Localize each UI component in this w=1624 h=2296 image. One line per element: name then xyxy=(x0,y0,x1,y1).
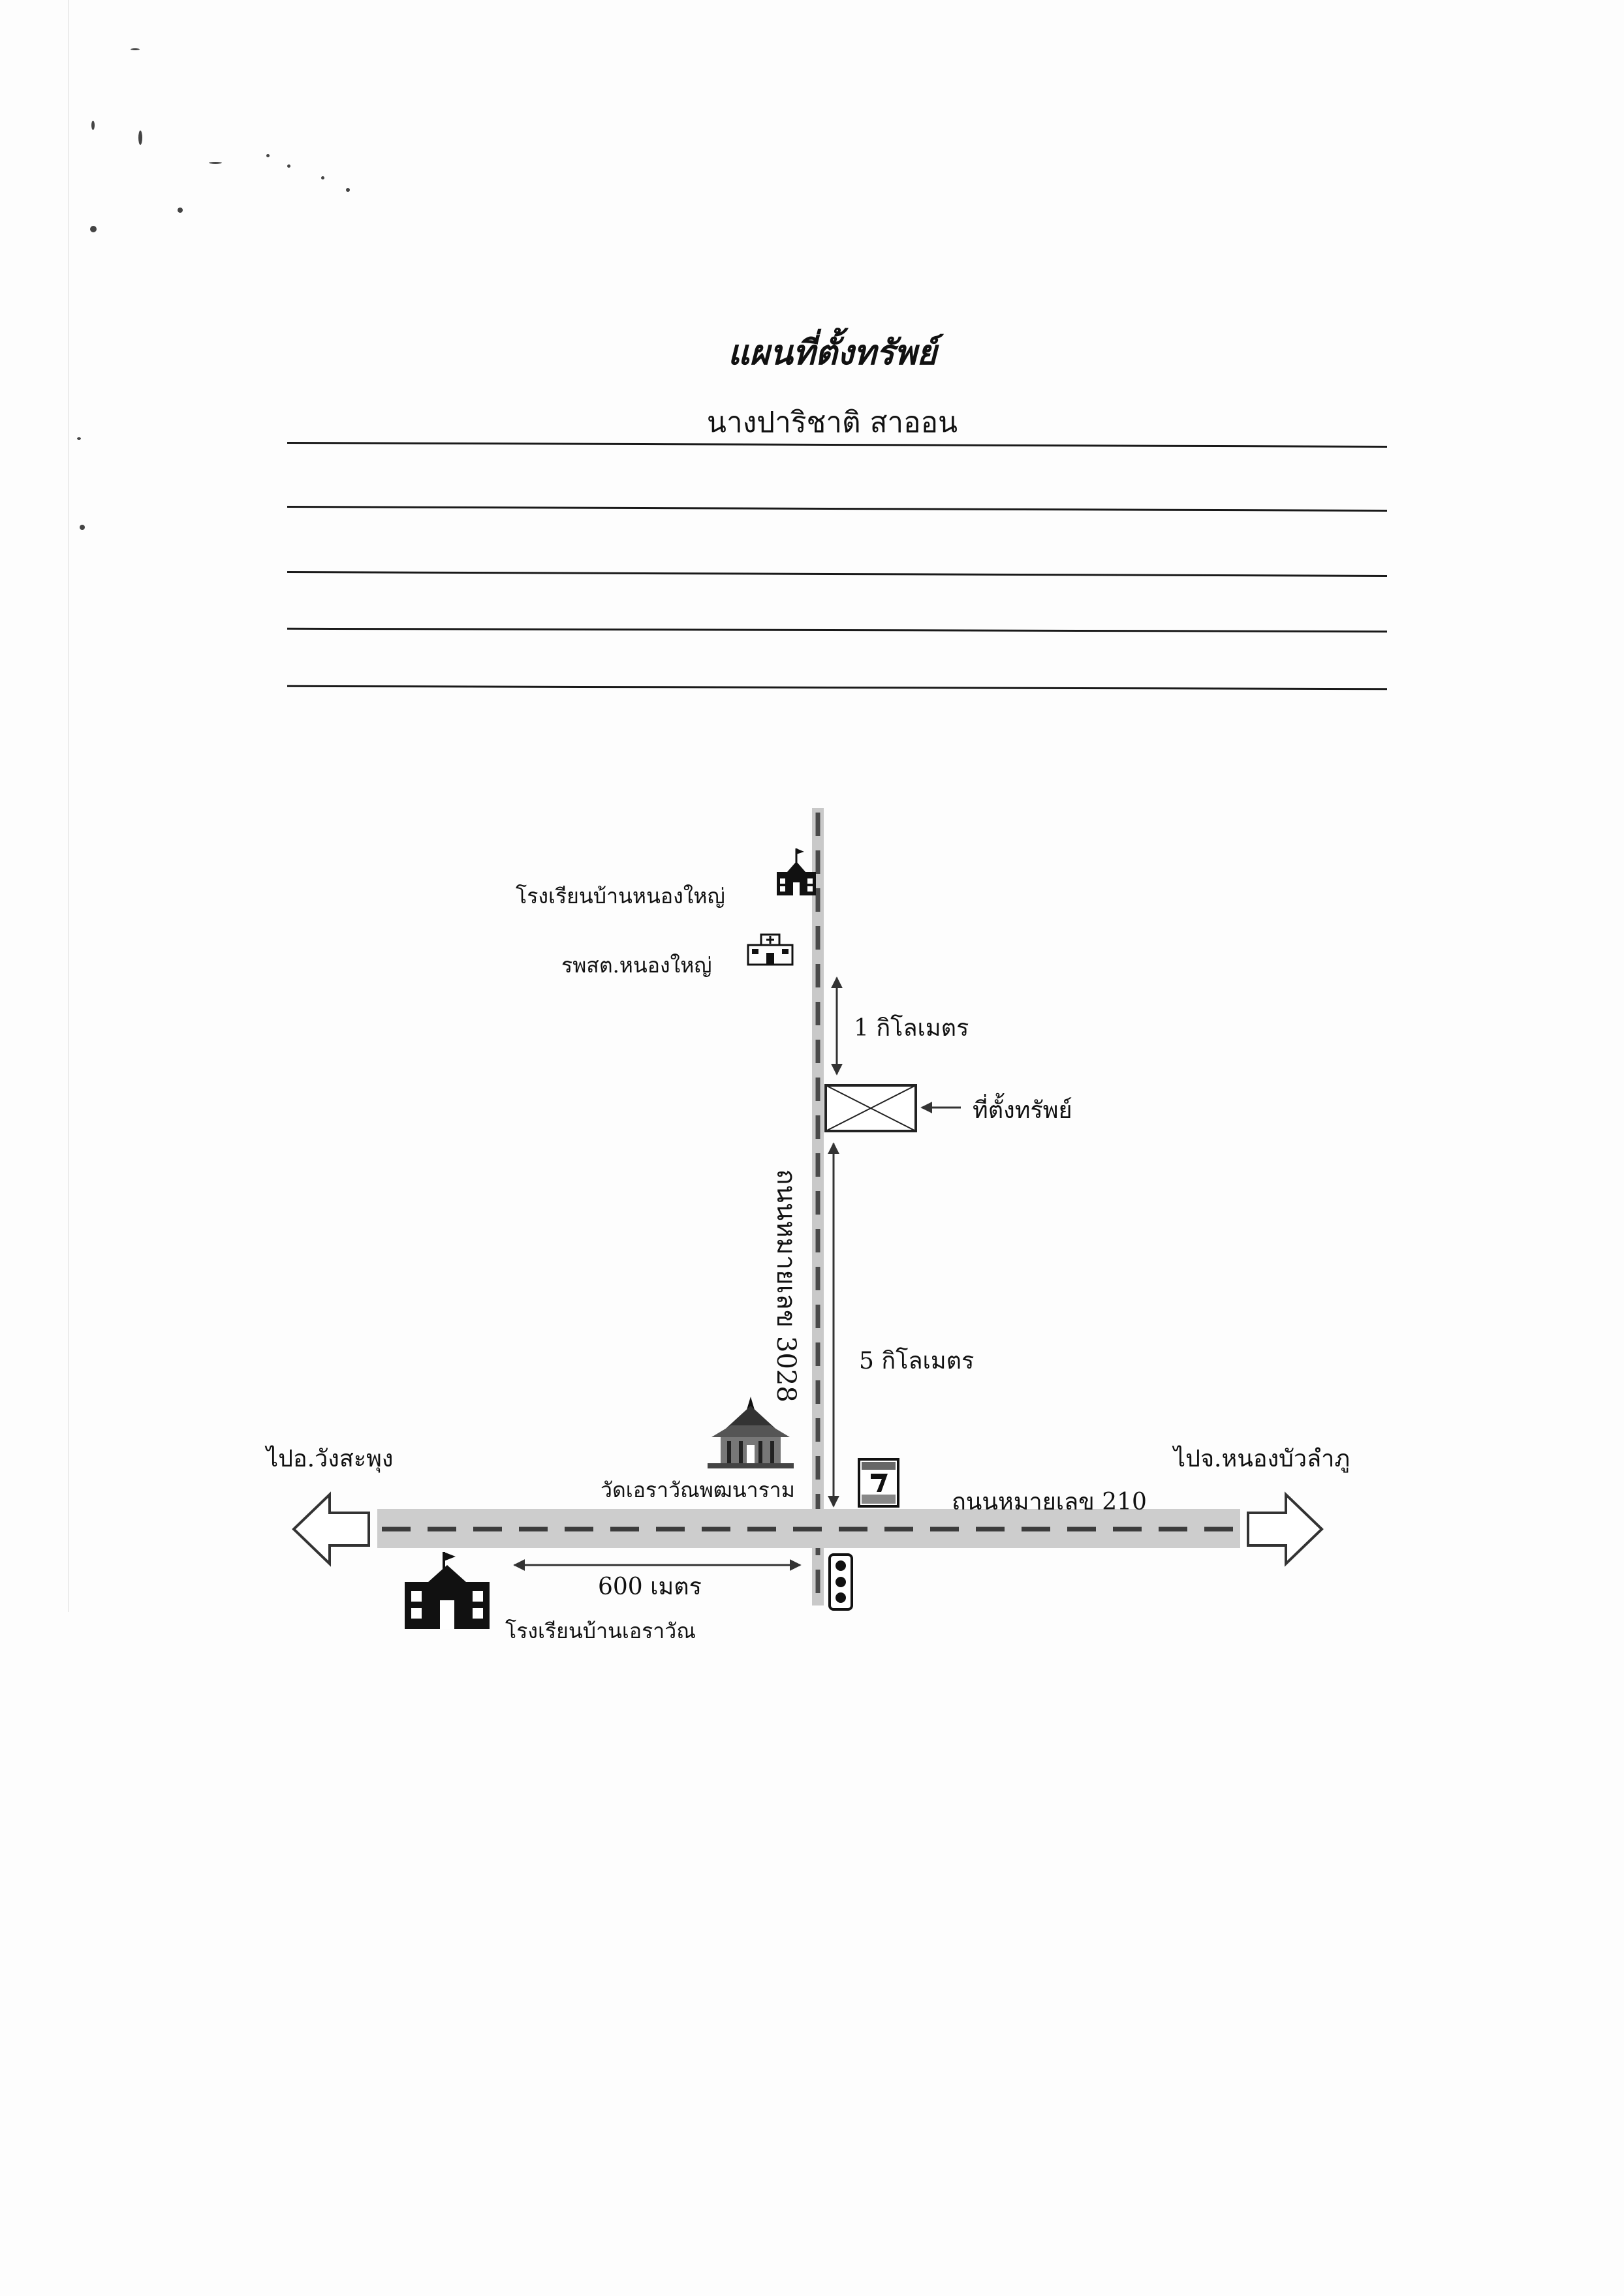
label-health-center: รพสต.หนองใหญ่ xyxy=(561,953,712,978)
road-210 xyxy=(377,1509,1240,1548)
hospital-icon xyxy=(747,933,794,966)
seven-eleven-icon xyxy=(858,1458,899,1508)
label-temple: วัดเอราวัณพฒนาราม xyxy=(601,1478,795,1502)
label-property: ที่ตั้งทรัพย์ xyxy=(973,1097,1072,1124)
label-distance-north: 1 กิโลเมตร xyxy=(854,1015,969,1042)
label-direction-east: ไปจ.หนองบัวลำภู xyxy=(1174,1446,1351,1472)
west-direction-arrow xyxy=(292,1491,370,1567)
label-school-south: โรงเรียนบ้านเอราวัณ xyxy=(505,1619,696,1643)
page-edge-shadow xyxy=(68,0,69,1612)
owner-name: นางปาริชาติ สาออน xyxy=(706,406,958,439)
road-3028 xyxy=(812,808,824,1606)
property-box-icon xyxy=(824,1084,917,1132)
document-title: แผนที่ตั้งทรัพย์ xyxy=(728,333,937,373)
temple-icon xyxy=(708,1397,794,1468)
label-direction-west: ไปอ.วังสะพุง xyxy=(266,1446,394,1472)
label-distance-south: 5 กิโลเมตร xyxy=(859,1348,975,1374)
traffic-light-icon xyxy=(828,1553,853,1611)
label-road-210: ถนนหมายเลข 210 xyxy=(952,1489,1147,1515)
label-distance-west: 600 เมตร xyxy=(598,1574,702,1600)
label-school-north: โรงเรียนบ้านหนองใหญ่ xyxy=(516,884,725,908)
label-road-3028: ถนนหมายเลข 3028 xyxy=(771,1169,801,1403)
school-icon xyxy=(777,848,816,895)
east-direction-arrow xyxy=(1247,1491,1324,1567)
school-icon xyxy=(405,1552,490,1629)
